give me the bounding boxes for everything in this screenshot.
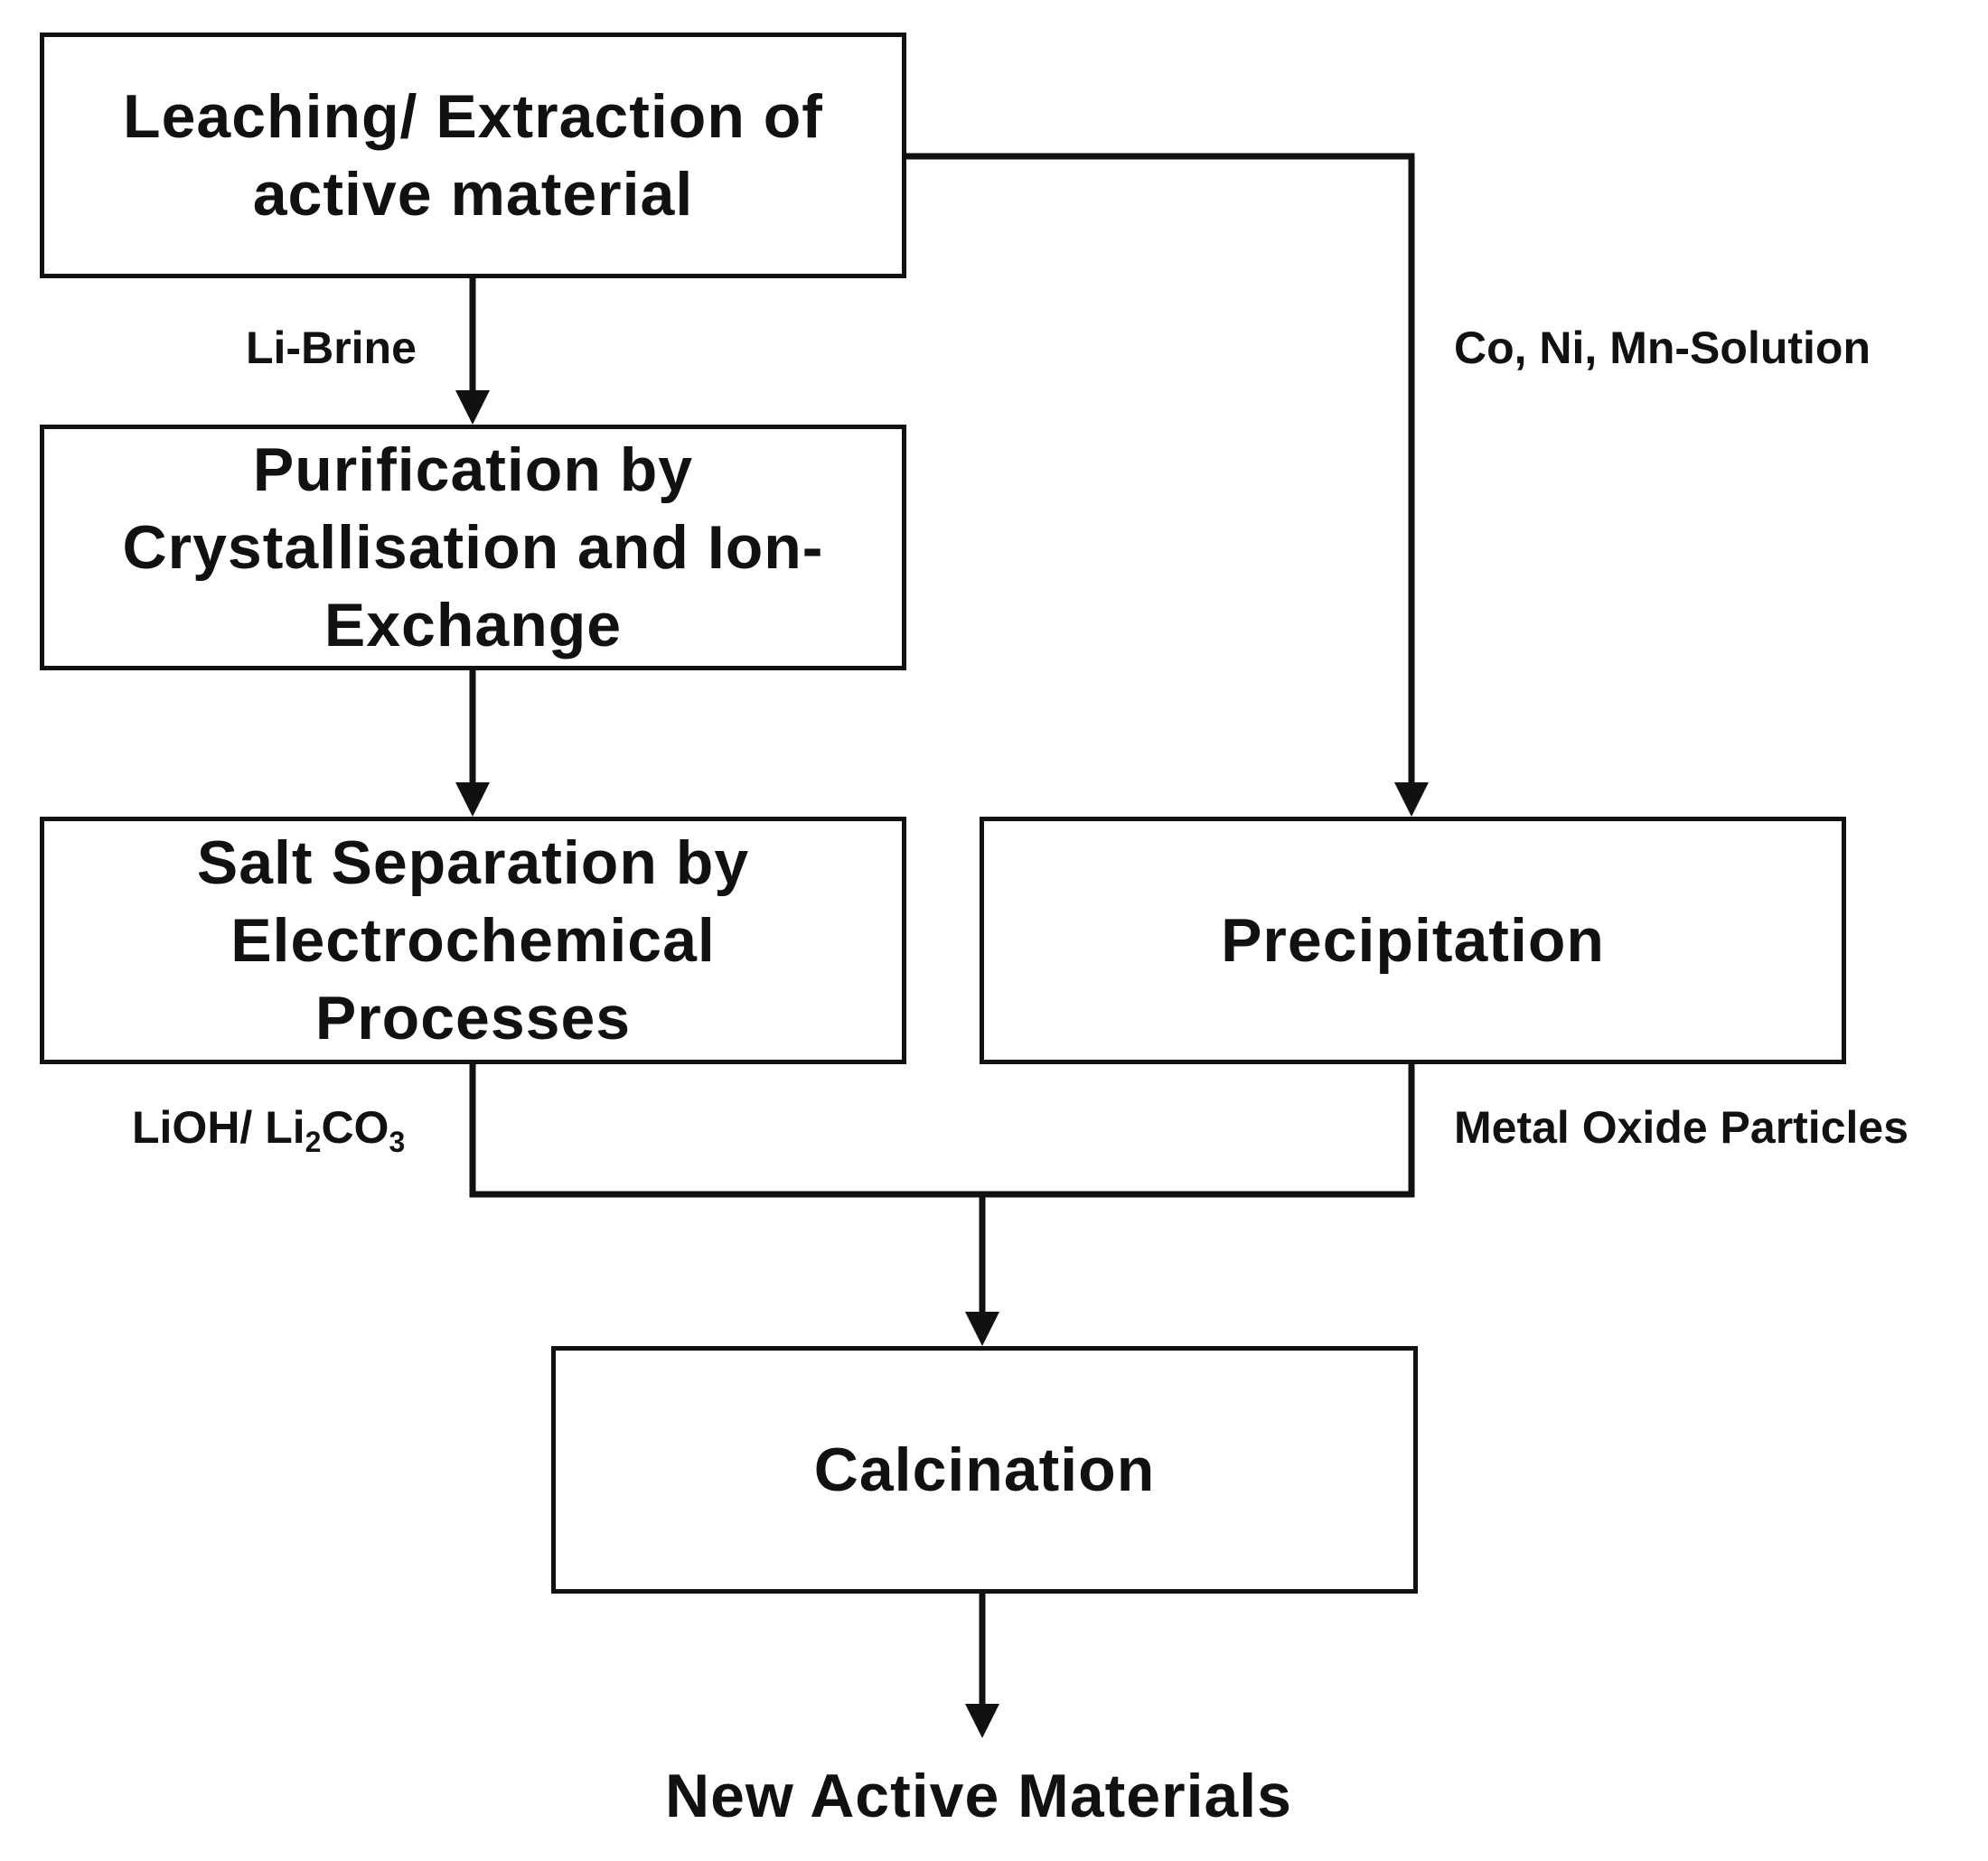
node-salt-separation: Salt Separation by Electrochemical Proce… [40, 817, 906, 1064]
output-new-active-materials: New Active Materials [665, 1762, 1292, 1830]
node-calcination: Calcination [551, 1346, 1418, 1594]
arrow-leaching-to-purification [455, 278, 490, 425]
lioh-subscript-1: 2 [305, 1126, 322, 1158]
node-leaching-extraction: Leaching/ Extraction of active material [40, 33, 906, 278]
node-precipitation-label: Precipitation [1221, 906, 1605, 975]
node-leaching-label: Leaching/ Extraction of active material [123, 82, 823, 229]
arrow-leaching-to-precipitation [906, 153, 1429, 817]
edge-label-metal-oxide-particles: Metal Oxide Particles [1454, 1102, 1909, 1153]
lioh-subscript-2: 3 [389, 1126, 406, 1158]
node-calcination-label: Calcination [813, 1435, 1156, 1504]
edge-label-lioh-li2co3: LiOH/ Li2CO3 [132, 1100, 406, 1158]
node-purification-label: Purification by Crystallisation and Ion-… [122, 435, 824, 659]
edge-label-co-ni-mn-solution: Co, Ni, Mn-Solution [1454, 323, 1871, 373]
node-purification: Purification by Crystallisation and Ion-… [40, 425, 906, 670]
node-precipitation: Precipitation [980, 817, 1846, 1064]
arrow-purification-to-salt-separation [455, 670, 490, 817]
edge-label-li-brine: Li-Brine [246, 323, 417, 373]
arrow-merge-to-calcination [469, 1064, 1415, 1346]
arrow-calcination-to-output [965, 1594, 999, 1738]
lioh-prefix: LiOH/ Li [132, 1102, 305, 1153]
lioh-co: CO [321, 1102, 389, 1153]
node-salt-separation-label: Salt Separation by Electrochemical Proce… [196, 828, 750, 1052]
